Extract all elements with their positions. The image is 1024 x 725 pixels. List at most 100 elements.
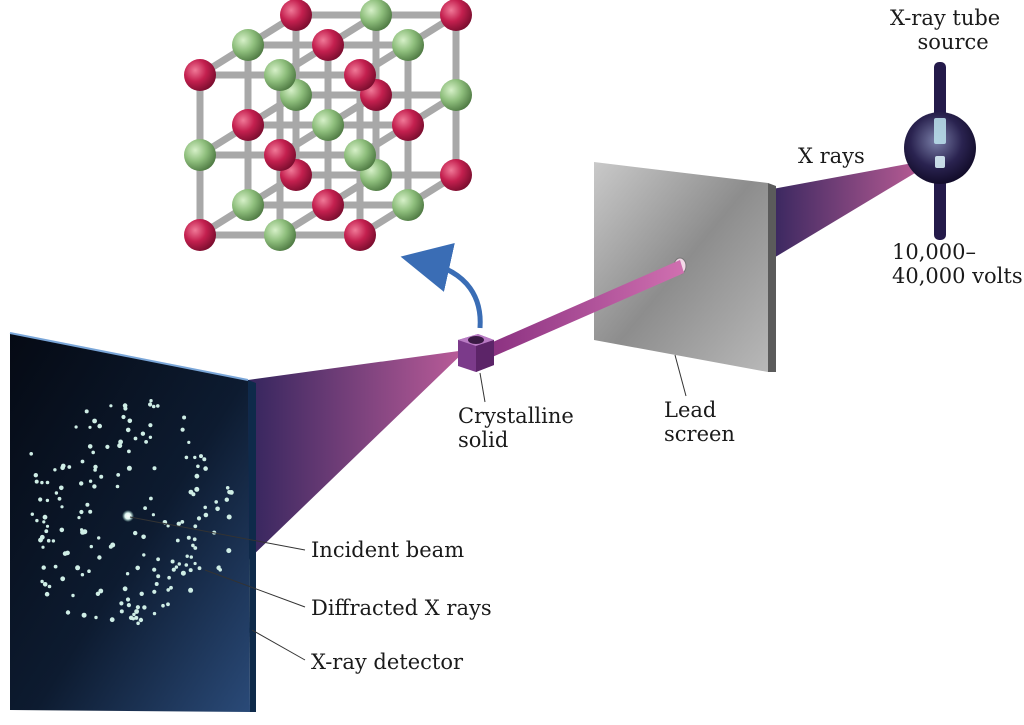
diffraction-spot [133, 436, 138, 441]
xrays-label: X rays [798, 144, 865, 168]
diffraction-spot [99, 474, 104, 479]
diffraction-spot [166, 602, 170, 607]
diffraction-spot [135, 565, 140, 571]
diffraction-spot [203, 512, 209, 518]
diffraction-spot [84, 409, 89, 414]
diffraction-spot [169, 585, 173, 590]
voltage-label-line2: 40,000 volts [892, 264, 1023, 288]
lattice-atom-green [440, 79, 472, 111]
diffraction-spot [34, 479, 39, 484]
diffraction-spot [92, 418, 97, 424]
diffraction-spot [225, 486, 230, 490]
diffraction-spot [167, 575, 171, 580]
diffraction-spot [175, 538, 180, 543]
crystalline-solid-label-line2: solid [458, 428, 509, 452]
diffraction-spot [196, 464, 200, 469]
diffraction-spot [45, 524, 50, 528]
diffraction-spot [128, 615, 134, 620]
diffraction-spot [57, 496, 62, 501]
diffraction-spot [196, 516, 202, 521]
diffraction-spot [45, 480, 50, 485]
lattice-atom-green [392, 189, 424, 221]
diffraction-spot [193, 455, 197, 460]
diffraction-spot [194, 473, 200, 479]
diffraction-spot [126, 465, 132, 471]
diffraction-spot [142, 553, 146, 557]
diffraction-spot [95, 591, 101, 596]
diffraction-spot [180, 427, 185, 432]
diffraction-spot [166, 524, 170, 528]
diffraction-spot [134, 609, 140, 614]
lattice-atom-green [392, 29, 424, 61]
diffraction-spot [139, 591, 144, 596]
diffraction-spot [151, 404, 156, 409]
lattice-atom-red [440, 159, 472, 191]
diffraction-spot [202, 457, 207, 462]
diffraction-spot [152, 466, 157, 471]
incident-beam-rod [486, 260, 684, 358]
lattice-atom-red [440, 0, 472, 31]
diffraction-spot [85, 502, 90, 507]
lattice-atom-green [344, 139, 376, 171]
lead-screen-label-line1: Lead [664, 398, 717, 422]
diffraction-spot [132, 612, 136, 617]
crystalline-solid-label-line1: Crystalline [458, 404, 574, 428]
diffraction-spot [88, 479, 93, 483]
lead-screen [594, 162, 776, 372]
diffraction-spot [171, 567, 176, 572]
diffraction-spot [193, 524, 198, 529]
diffraction-spot [125, 427, 131, 433]
diffracted-xrays-label: Diffracted X rays [311, 596, 492, 620]
diffraction-spot [152, 589, 157, 594]
lattice-atom-green [360, 0, 392, 31]
diffraction-spot [148, 435, 153, 439]
crystal-lattice-model [184, 0, 472, 251]
diffraction-spot [44, 591, 50, 597]
diffraction-spot [105, 444, 110, 449]
lattice-atom-red [184, 59, 216, 91]
diffraction-spot [136, 621, 140, 626]
lead-screen-label-line2: screen [664, 422, 735, 446]
diffraction-spot [41, 565, 46, 570]
diffraction-spot [186, 535, 191, 540]
lattice-atom-green [184, 139, 216, 171]
diffraction-spot [184, 455, 189, 460]
lattice-atom-red [232, 109, 264, 141]
diffraction-spot [149, 399, 153, 403]
lead-screen-label: Lead screen [664, 398, 735, 446]
zoom-arrow [400, 243, 483, 329]
diffraction-spot [142, 605, 147, 610]
diffraction-spot [98, 588, 104, 594]
xray-tube [904, 62, 976, 240]
diffraction-spot [97, 555, 102, 560]
diffraction-spot [80, 529, 86, 535]
diffraction-spot [140, 431, 146, 436]
diffraction-spot [135, 605, 140, 610]
diffraction-spot [125, 597, 131, 602]
diffraction-spot [88, 425, 92, 429]
lattice-atom-green [264, 59, 296, 91]
diffraction-spot [74, 425, 78, 429]
diffraction-spot [166, 588, 170, 592]
diffraction-spot [118, 439, 123, 445]
diffraction-spot [161, 603, 165, 608]
xray-beam-fan-right [767, 158, 940, 262]
diffraction-spot [193, 546, 198, 550]
diffraction-spot [46, 538, 51, 543]
diffraction-spot [152, 611, 157, 616]
diffraction-spot [33, 473, 38, 478]
diffraction-spot [109, 617, 115, 623]
diffraction-spot [151, 513, 155, 517]
diffraction-spot [203, 466, 208, 471]
diffraction-spot [149, 496, 153, 501]
diffraction-spot [191, 543, 195, 548]
diffraction-spot [224, 497, 229, 502]
diffraction-spot [197, 566, 202, 571]
diffraction-spot [30, 512, 34, 516]
diffraction-spot [117, 443, 123, 449]
diffraction-spot [134, 615, 139, 620]
lattice-atom-green [232, 189, 264, 221]
diffraction-spot [185, 554, 189, 558]
